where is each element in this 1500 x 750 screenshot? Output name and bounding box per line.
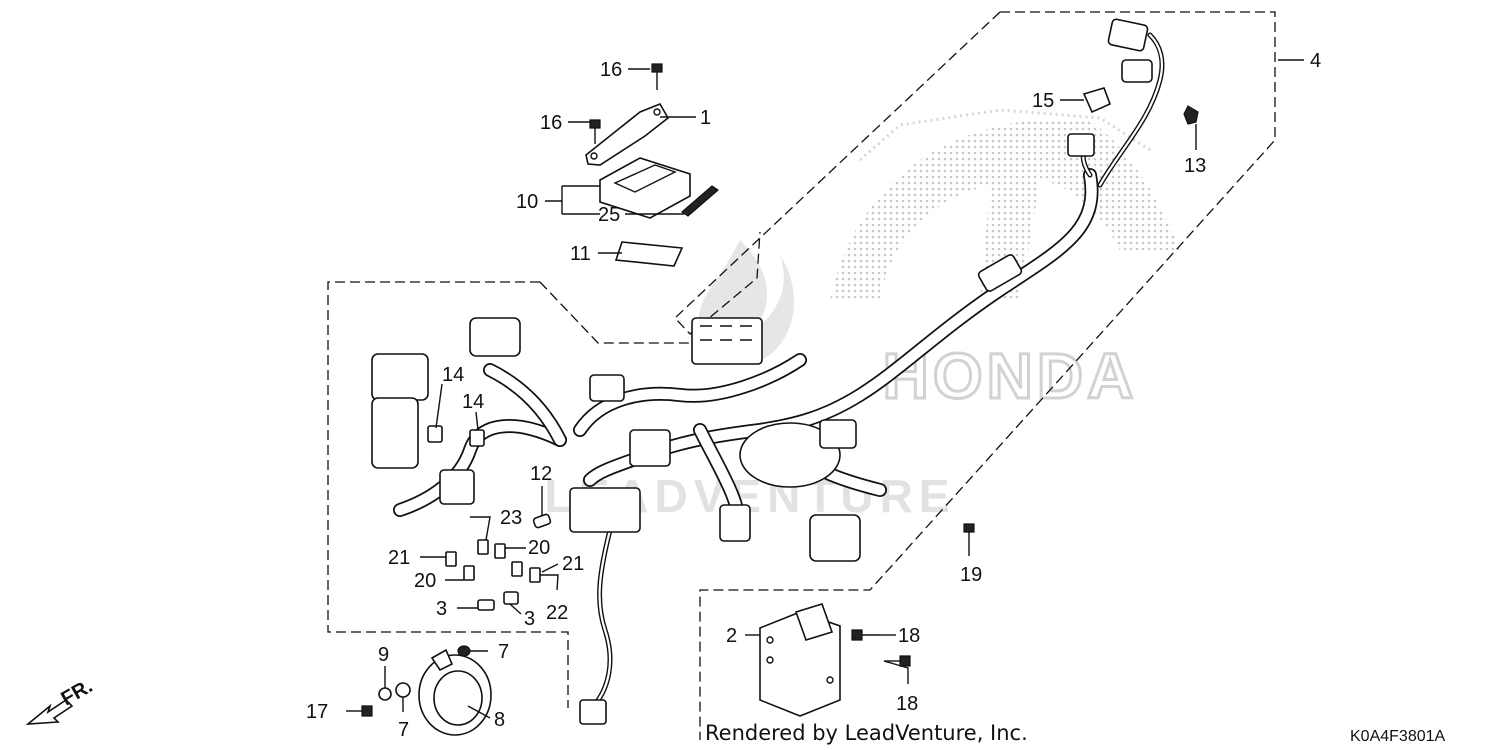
callout-20-left: 20 — [414, 570, 436, 592]
horn-group — [346, 645, 492, 736]
callout-14-upper: 14 — [442, 364, 464, 386]
control-unit-group — [759, 523, 975, 717]
upper-right-parts — [1082, 87, 1199, 125]
assembly-outlines — [327, 11, 1276, 740]
callout-11: 11 — [570, 243, 591, 265]
callout-16-upper: 16 — [600, 59, 622, 81]
callout-16-lower: 16 — [540, 112, 562, 134]
callout-22: 22 — [546, 602, 568, 624]
callout-3-left: 3 — [436, 598, 447, 620]
callout-12: 12 — [530, 463, 552, 485]
callout-3-right: 3 — [524, 608, 535, 630]
callout-25: 25 — [598, 204, 620, 226]
callout-2: 2 — [726, 625, 737, 647]
render-credit: Rendered by LeadVenture, Inc. — [705, 721, 1028, 745]
front-direction-arrow: FR. — [25, 675, 97, 725]
callout-9: 9 — [378, 644, 389, 666]
callout-21-left: 21 — [388, 547, 410, 569]
callout-23: 23 — [500, 507, 522, 529]
front-direction-label: FR. — [58, 675, 97, 710]
main-wire-harness — [371, 18, 1165, 725]
callout-1: 1 — [700, 107, 711, 129]
callout-20-right: 20 — [528, 537, 550, 559]
callout-4: 4 — [1310, 50, 1321, 72]
callout-13: 13 — [1184, 155, 1206, 177]
callout-7-bottom: 7 — [398, 719, 409, 741]
fuse-box-group — [585, 63, 719, 267]
callout-21-right: 21 — [562, 553, 584, 575]
callout-19: 19 — [960, 564, 982, 586]
callout-7-right: 7 — [498, 641, 509, 663]
callout-17: 17 — [306, 701, 328, 723]
callouts: 16 16 1 10 25 11 4 15 13 14 14 12 23 21 … — [306, 50, 1321, 741]
callout-18-lower: 18 — [896, 693, 918, 715]
leader-lines — [384, 59, 1304, 719]
callout-14-lower: 14 — [462, 391, 484, 413]
fuses-and-clips — [427, 425, 552, 611]
callout-8: 8 — [494, 709, 505, 731]
callout-10: 10 — [516, 191, 538, 213]
callout-15: 15 — [1032, 90, 1054, 112]
diagram-code: K0A4F3801A — [1350, 728, 1446, 745]
callout-18-upper: 18 — [898, 625, 920, 647]
